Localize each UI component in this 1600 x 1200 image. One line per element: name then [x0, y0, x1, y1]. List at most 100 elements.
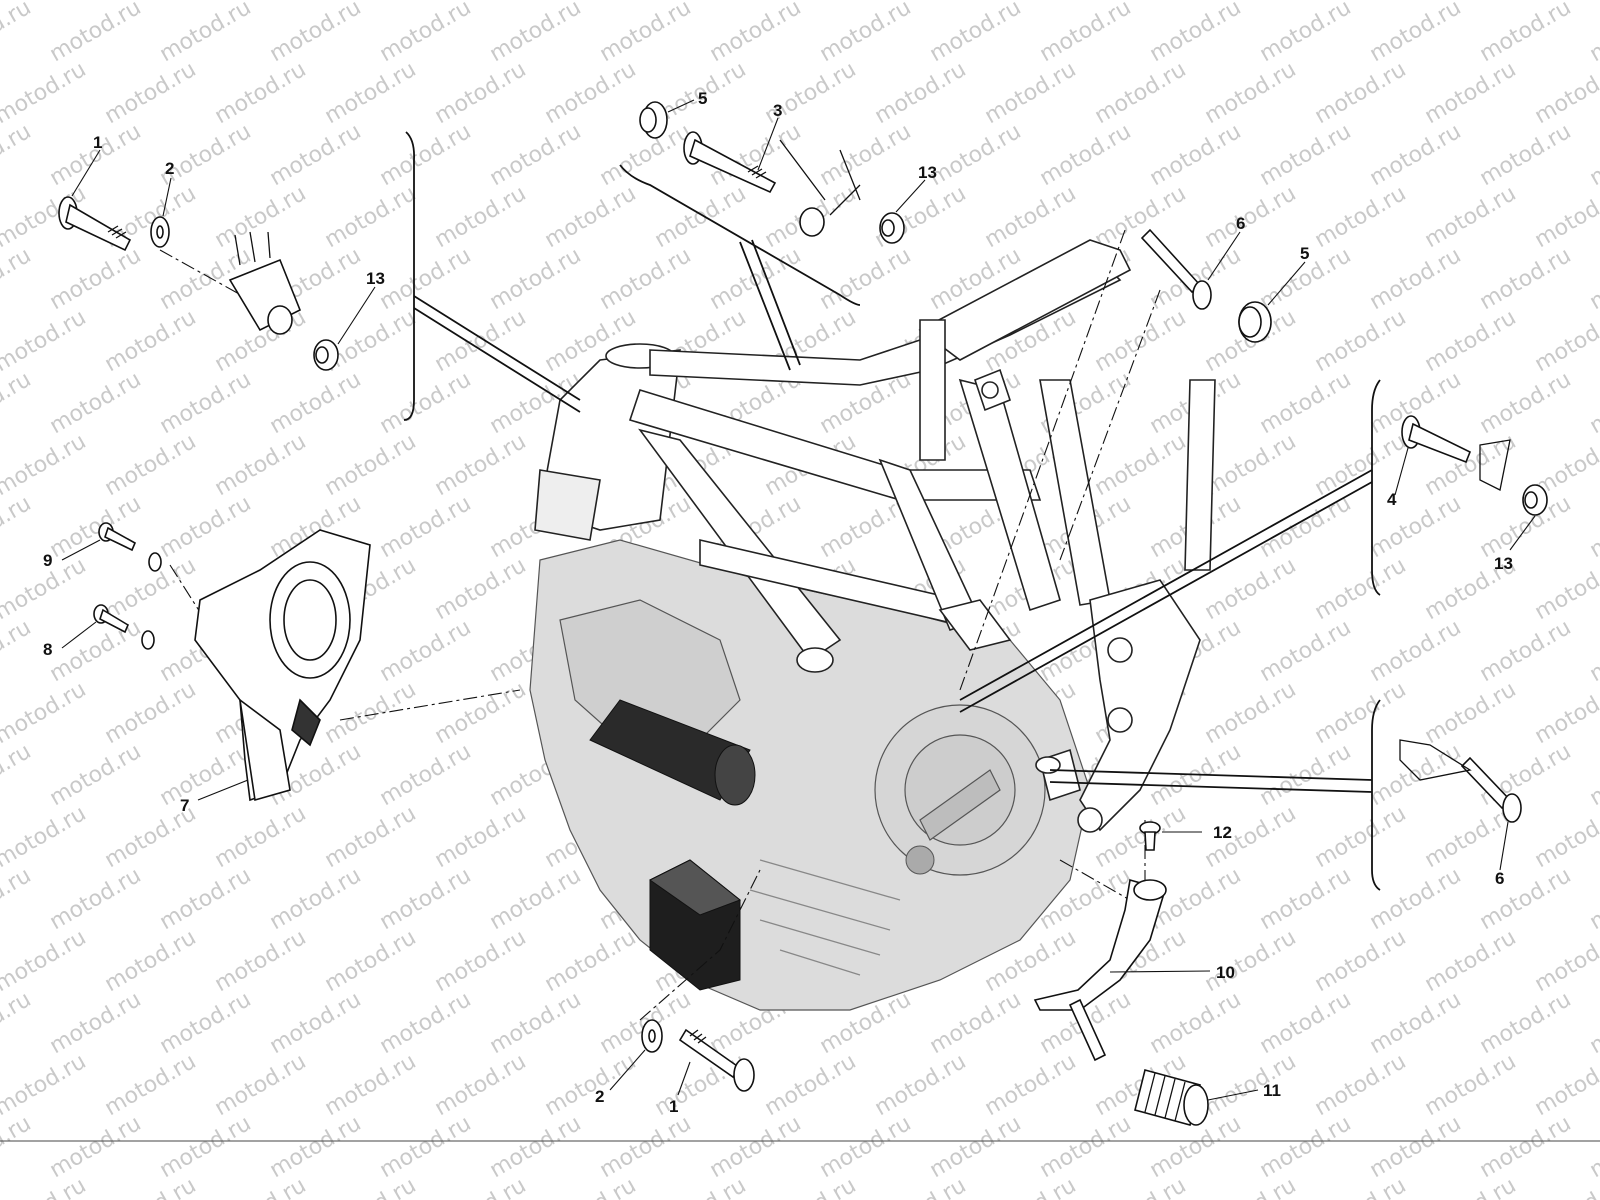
washer-part-2-top	[150, 216, 170, 248]
watermark-text: motod.ru	[1311, 677, 1411, 749]
watermark-text: motod.ru	[1531, 181, 1600, 253]
watermark-text: motod.ru	[1366, 243, 1466, 315]
leader-lines	[61, 99, 1536, 1101]
watermark-text: motod.ru	[981, 1049, 1081, 1121]
watermark-text: motod.ru	[431, 429, 531, 501]
watermark-text: motod.ru	[0, 925, 90, 997]
watermark-text: motod.ru	[46, 367, 146, 439]
watermark-text: motod.ru	[321, 305, 421, 377]
watermark-text: motod.ru	[1311, 1173, 1411, 1200]
watermark-text: motod.ru	[0, 987, 35, 1059]
watermark-text: motod.ru	[1311, 801, 1411, 873]
callout-13-right: 13	[1494, 554, 1513, 573]
watermark-text: motod.ru	[1366, 1111, 1466, 1183]
watermark-text: motod.ru	[1256, 1111, 1356, 1183]
watermark-text: motod.ru	[1201, 677, 1301, 749]
watermark-text: motod.ru	[0, 0, 35, 67]
watermark-text: motod.ru	[1531, 925, 1600, 997]
watermark-text: motod.ru	[376, 739, 476, 811]
watermark-text: motod.ru	[981, 57, 1081, 129]
watermark-text: motod.ru	[211, 429, 311, 501]
watermark-text: motod.ru	[1146, 119, 1246, 191]
callout-13-top-left: 13	[366, 269, 385, 288]
watermark-text: motod.ru	[1476, 863, 1576, 935]
watermark-text: motod.ru	[926, 0, 1026, 67]
watermark-text: motod.ru	[211, 57, 311, 129]
watermark-text: motod.ru	[1091, 429, 1191, 501]
watermark-text: motod.ru	[0, 429, 90, 501]
bolt-part-1-top	[58, 196, 132, 252]
watermark-text: motod.ru	[0, 1111, 35, 1183]
detail-top-left	[58, 131, 581, 421]
detail-left	[93, 522, 371, 802]
watermark-text: motod.ru	[1531, 57, 1600, 129]
watermark-text: motod.ru	[211, 181, 311, 253]
watermark-text: motod.ru	[0, 863, 35, 935]
callout-12: 12	[1213, 823, 1232, 842]
engine-block	[529, 539, 1091, 1011]
watermark-text: motod.ru	[1421, 1173, 1521, 1200]
watermark-text: motod.ru	[1146, 0, 1246, 67]
watermark-text: motod.ru	[1201, 553, 1301, 625]
bolt-part-6-top	[1140, 228, 1212, 310]
watermark-text: motod.ru	[0, 677, 90, 749]
watermark-text: motod.ru	[1586, 119, 1600, 191]
watermark-text: motod.ru	[376, 0, 476, 67]
watermark-text: motod.ru	[706, 0, 806, 67]
watermark-text: motod.ru	[1586, 491, 1600, 563]
callout-1-top: 1	[93, 133, 102, 152]
watermark-text: motod.ru	[211, 1049, 311, 1121]
watermark-text: motod.ru	[981, 181, 1081, 253]
detail-right-lower	[1049, 699, 1522, 891]
watermark-text: motod.ru	[541, 181, 641, 253]
watermark-text: motod.ru	[1091, 1173, 1191, 1200]
watermark-text: motod.ru	[1201, 925, 1301, 997]
watermark-text: motod.ru	[1476, 1111, 1576, 1183]
watermark-text: motod.ru	[1366, 615, 1466, 687]
watermark-text: motod.ru	[0, 1049, 90, 1121]
watermark-text: motod.ru	[1201, 181, 1301, 253]
bolt-part-4	[1401, 415, 1472, 464]
watermark-text: motod.ru	[1036, 0, 1136, 67]
watermark-text: motod.ru	[816, 243, 916, 315]
watermark-text: motod.ru	[46, 0, 146, 67]
watermark-text: motod.ru	[1476, 739, 1576, 811]
watermark-text: motod.ru	[376, 119, 476, 191]
starter-motor	[589, 699, 756, 806]
watermark-text: motod.ru	[761, 1173, 861, 1200]
watermark-text: motod.ru	[46, 987, 146, 1059]
watermark-text: motod.ru	[46, 615, 146, 687]
watermark-text: motod.ru	[1366, 491, 1466, 563]
watermark-text: motod.ru	[1421, 57, 1521, 129]
watermark-text: motod.ru	[1256, 119, 1356, 191]
watermark-text: motod.ru	[0, 491, 35, 563]
watermark-text: motod.ru	[1201, 57, 1301, 129]
watermark-text: motod.ru	[1476, 0, 1576, 67]
watermark-text: motod.ru	[211, 1173, 311, 1200]
watermark-text: motod.ru	[431, 801, 531, 873]
watermark-text: motod.ru	[1201, 429, 1301, 501]
watermark-text: motod.ru	[101, 925, 201, 997]
watermark-text: motod.ru	[1586, 739, 1600, 811]
callout-2-bottom: 2	[595, 1087, 604, 1106]
callout-5-top: 5	[698, 89, 707, 108]
watermark-text: motod.ru	[1091, 57, 1191, 129]
spacer-part-13-right	[1522, 484, 1548, 516]
watermark-text: motod.ru	[706, 1111, 806, 1183]
watermark-text: motod.ru	[431, 1049, 531, 1121]
watermark-text: motod.ru	[871, 57, 971, 129]
watermark-text: motod.ru	[431, 57, 531, 129]
watermark-text: motod.ru	[376, 1111, 476, 1183]
watermark-text: motod.ru	[321, 57, 421, 129]
watermark-text: motod.ru	[816, 0, 916, 67]
watermark-text: motod.ru	[541, 1049, 641, 1121]
watermark-text: motod.ru	[1421, 181, 1521, 253]
watermark-text: motod.ru	[1531, 305, 1600, 377]
watermark-text: motod.ru	[541, 57, 641, 129]
watermark-text: motod.ru	[651, 181, 751, 253]
watermark-text: motod.ru	[0, 243, 35, 315]
watermark-text: motod.ru	[1256, 615, 1356, 687]
cap-part-5-top	[639, 101, 668, 139]
watermark-text: motod.ru	[156, 987, 256, 1059]
watermark-text: motod.ru	[1421, 305, 1521, 377]
